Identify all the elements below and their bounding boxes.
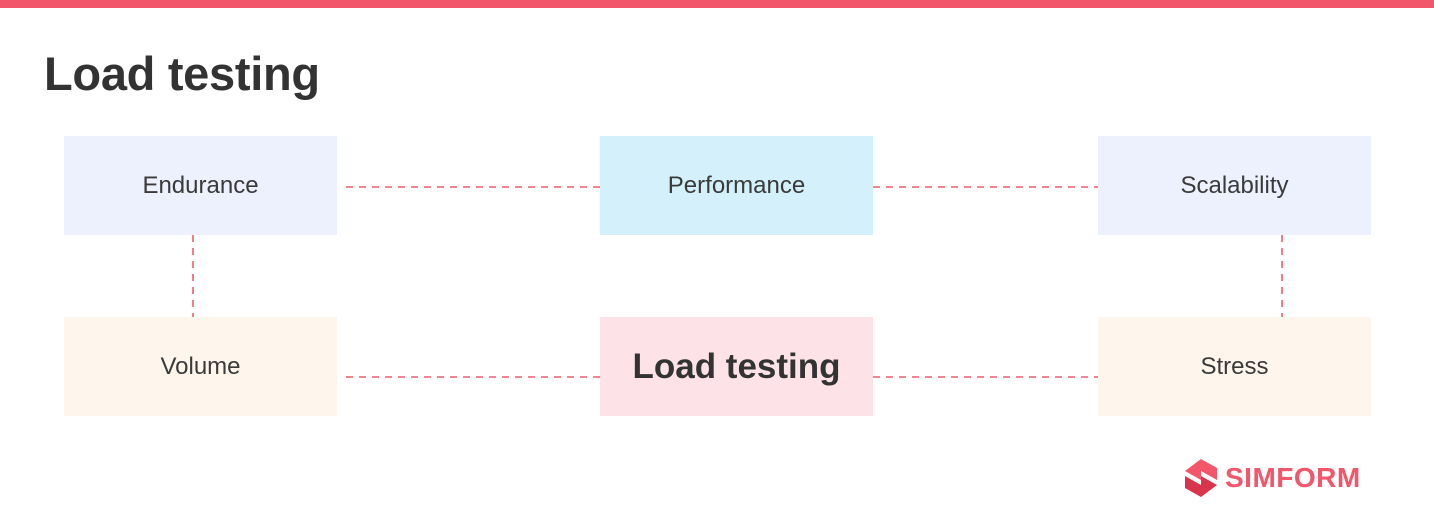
- node-endurance: Endurance: [64, 136, 337, 235]
- node-volume: Volume: [64, 317, 337, 416]
- node-label: Load testing: [632, 346, 841, 386]
- node-stress: Stress: [1098, 317, 1371, 416]
- logo-text: SIMFORM: [1225, 462, 1361, 493]
- node-label: Stress: [1200, 352, 1269, 380]
- top-accent-bar: [0, 0, 1434, 8]
- simform-logo-icon: [1185, 459, 1217, 497]
- node-scalability: Scalability: [1098, 136, 1371, 235]
- page-title: Load testing: [44, 47, 320, 100]
- node-label: Performance: [667, 171, 806, 199]
- simform-logo: SIMFORM: [1183, 458, 1361, 498]
- node-load-testing: Load testing: [600, 317, 873, 416]
- node-label: Scalability: [1180, 171, 1289, 199]
- node-label: Volume: [160, 352, 241, 380]
- node-performance: Performance: [600, 136, 873, 235]
- node-label: Endurance: [142, 171, 259, 199]
